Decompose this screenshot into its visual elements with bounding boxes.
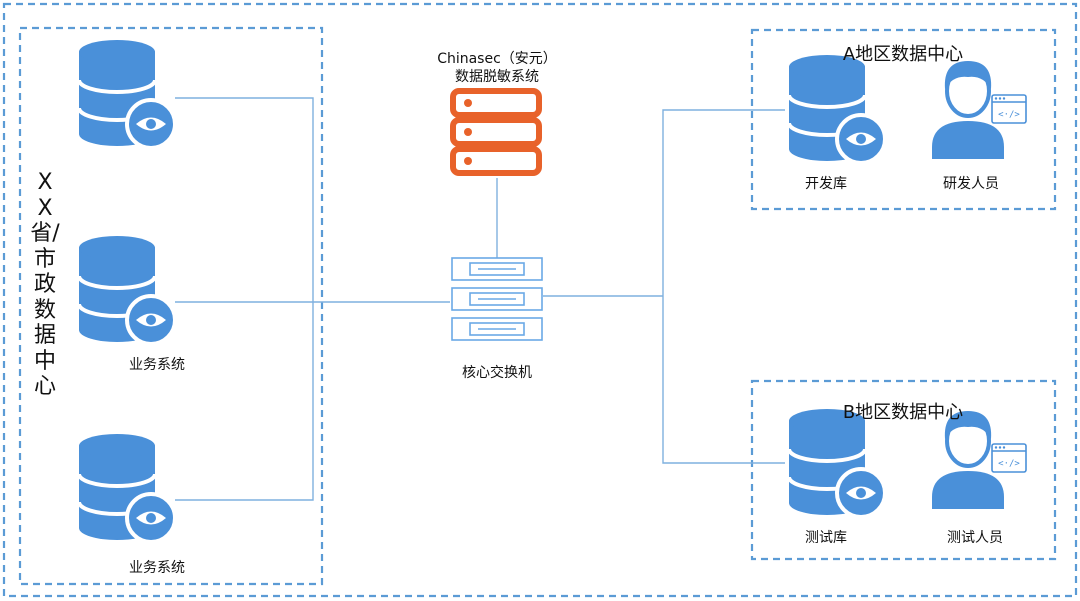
left-datacenter-title: XX省/市政数据中心 xyxy=(30,170,60,399)
dev-db-icon xyxy=(787,53,887,165)
region-b-title: B地区数据中心 xyxy=(842,402,964,423)
business-db-3-label: 业务系统 xyxy=(129,560,185,576)
masking-server-leds xyxy=(464,99,472,165)
core-switch-icon xyxy=(451,257,543,341)
connector-lines xyxy=(175,97,785,501)
business-db-2-label: 业务系统 xyxy=(129,357,185,373)
developer-window-icon xyxy=(991,94,1027,124)
test-db-label: 测试库 xyxy=(805,530,847,546)
masking-system-subtitle: 数据脱敏系统 xyxy=(455,69,539,85)
business-db-1-icon xyxy=(77,38,177,150)
business-db-2-icon xyxy=(77,234,177,346)
dev-db-label: 开发库 xyxy=(805,176,847,192)
test-db-icon xyxy=(787,407,887,519)
business-db-3-icon xyxy=(77,432,177,544)
region-a-title: A地区数据中心 xyxy=(842,44,964,65)
core-switch-label: 核心交换机 xyxy=(462,365,532,381)
masking-system-name: Chinasec（安元） xyxy=(437,51,557,67)
masking-server-icon xyxy=(450,88,542,176)
tester-window-icon xyxy=(991,443,1027,473)
developer-label: 研发人员 xyxy=(943,176,999,192)
left-datacenter-frame xyxy=(18,26,324,586)
tester-label: 测试人员 xyxy=(947,530,1003,546)
